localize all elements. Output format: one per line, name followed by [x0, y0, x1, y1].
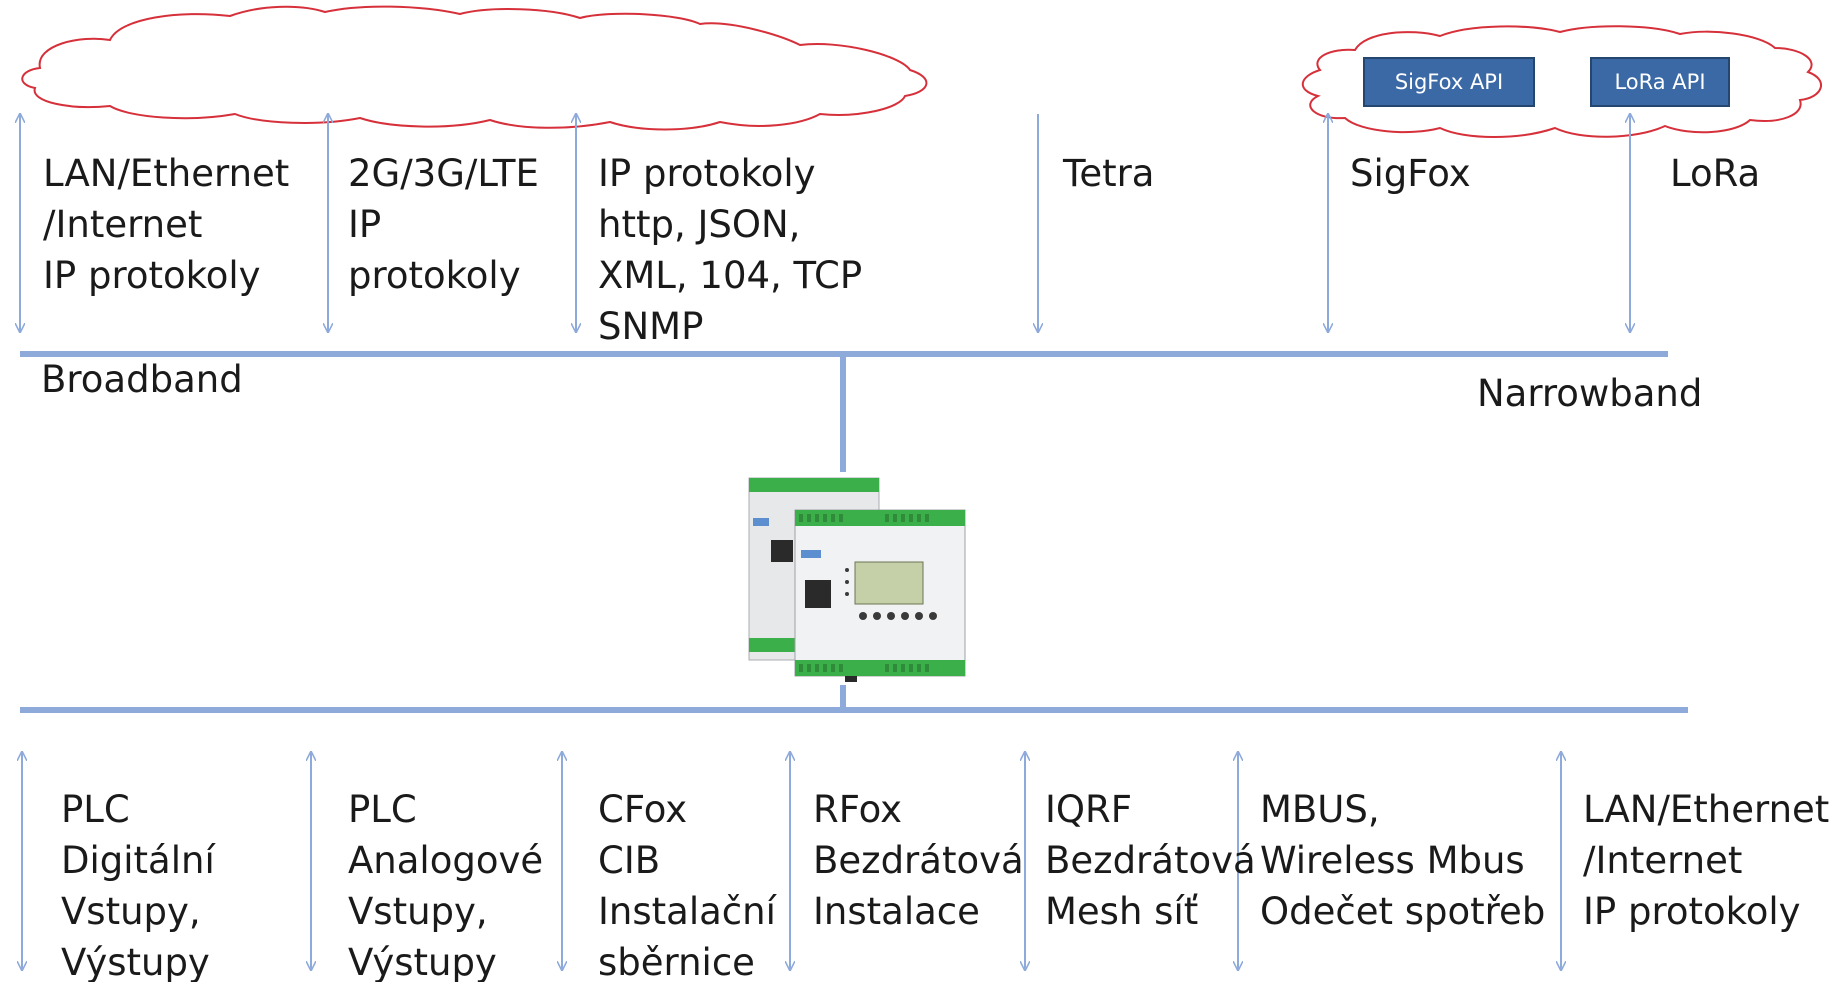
bottom-channel-lan: LAN/Ethernet /Internet IP protokoly	[1583, 784, 1829, 937]
bottom-channel-cfox: CFox CIB Instalační sběrnice	[598, 784, 776, 982]
label-line: Bezdrátová	[813, 839, 1024, 882]
label-line: SigFox	[1350, 152, 1471, 195]
label-line: CIB	[598, 839, 661, 882]
label-line: Digitální	[61, 839, 215, 882]
top-channel-ip-protocols: IP protokoly http, JSON, XML, 104, TCP S…	[598, 148, 862, 352]
label-line: Instalační	[598, 890, 776, 933]
label-line: XML, 104, TCP	[598, 254, 863, 297]
label-line: Instalace	[813, 890, 980, 933]
label-line: LoRa	[1670, 152, 1761, 195]
label-line: Analogové	[348, 839, 544, 882]
cloud-right	[1301, 25, 1822, 138]
label-line: sběrnice	[598, 941, 755, 982]
label-line: /Internet	[43, 203, 203, 246]
label-line: PLC	[61, 788, 130, 831]
lora-api-box: LoRa API	[1590, 57, 1730, 107]
bottom-channel-mbus: MBUS, Wireless Mbus Odečet spotřeb	[1260, 784, 1545, 937]
bottom-channel-plc-digital: PLC Digitální Vstupy, Výstupy	[61, 784, 215, 982]
broadband-label: Broadband	[41, 358, 243, 401]
label-line: http, JSON,	[598, 203, 801, 246]
top-channel-cellular: 2G/3G/LTE IP protokoly	[348, 148, 539, 301]
label-line: IP protokoly	[1583, 890, 1801, 933]
label-line: Vstupy,	[348, 890, 488, 933]
top-channel-lora: LoRa	[1670, 148, 1760, 199]
label-line: protokoly	[348, 254, 521, 297]
cloud-left	[21, 5, 928, 131]
label-line: MBUS,	[1260, 788, 1380, 831]
bottom-channel-iqrf: IQRF Bezdrátová Mesh síť	[1045, 784, 1256, 937]
label-line: Wireless Mbus	[1260, 839, 1525, 882]
top-channel-tetra: Tetra	[1063, 148, 1154, 199]
label-line: IQRF	[1045, 788, 1133, 831]
label-line: IP protokoly	[43, 254, 261, 297]
label-line: CFox	[598, 788, 688, 831]
label-line: IP	[348, 203, 382, 246]
bottom-channel-rfox: RFox Bezdrátová Instalace	[813, 784, 1024, 937]
label-line: LAN/Ethernet	[43, 152, 290, 195]
sigfox-api-box: SigFox API	[1363, 57, 1535, 107]
label-line: Vstupy,	[61, 890, 201, 933]
narrowband-label: Narrowband	[1477, 372, 1703, 415]
top-channel-lan: LAN/Ethernet /Internet IP protokoly	[43, 148, 289, 301]
label-line: RFox	[813, 788, 903, 831]
label-line: Mesh síť	[1045, 890, 1199, 933]
label-line: SNMP	[598, 305, 704, 348]
sigfox-api-label: SigFox API	[1394, 70, 1504, 94]
label-line: Tetra	[1063, 152, 1155, 195]
label-line: Výstupy	[61, 941, 210, 982]
top-channel-sigfox: SigFox	[1350, 148, 1471, 199]
label-line: Odečet spotřeb	[1260, 890, 1546, 933]
label-line: Bezdrátová	[1045, 839, 1256, 882]
label-line: Výstupy	[348, 941, 497, 982]
label-line: 2G/3G/LTE	[348, 152, 539, 195]
bottom-channel-plc-analog: PLC Analogové Vstupy, Výstupy	[348, 784, 543, 982]
label-line: LAN/Ethernet	[1583, 788, 1830, 831]
label-line: PLC	[348, 788, 417, 831]
lora-api-label: LoRa API	[1614, 70, 1706, 94]
label-line: /Internet	[1583, 839, 1743, 882]
label-line: IP protokoly	[598, 152, 816, 195]
plc-controller-device	[748, 477, 966, 682]
